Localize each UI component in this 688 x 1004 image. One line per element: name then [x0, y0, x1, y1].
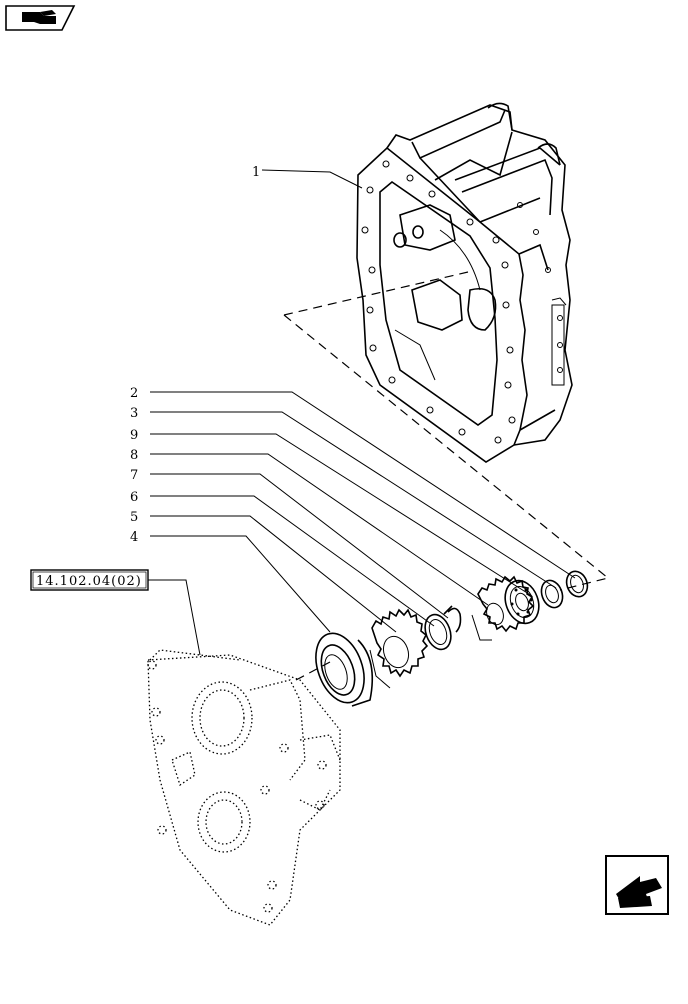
reference-link-text: 14.102.04(02) — [36, 574, 142, 589]
gear-5 — [369, 608, 429, 689]
washer-3 — [540, 579, 564, 609]
callout-3: 3 — [130, 406, 138, 421]
leader-lines — [150, 169, 576, 633]
callout-9: 9 — [130, 428, 138, 443]
snap-ring-2 — [565, 570, 589, 598]
referenced-cover-dotted — [147, 649, 341, 926]
bearing-9 — [504, 579, 540, 625]
snap-ring-7 — [443, 605, 462, 633]
callout-2: 2 — [130, 386, 138, 401]
callout-6: 6 — [130, 490, 138, 505]
ref-leader — [148, 579, 201, 656]
gear-8 — [471, 575, 535, 641]
seal-4 — [315, 632, 374, 707]
callouts: 1 2 3 9 8 7 6 5 4 — [130, 165, 260, 545]
callout-1: 1 — [252, 165, 260, 180]
spacer-ring-6 — [424, 613, 452, 651]
axis-dash-lower-left — [295, 661, 331, 681]
callout-7: 7 — [130, 468, 138, 483]
callout-8: 8 — [130, 448, 138, 463]
transmission-housing — [356, 102, 573, 463]
callout-5: 5 — [130, 510, 138, 525]
axis-dash-lower — [283, 314, 610, 591]
callout-4: 4 — [130, 530, 138, 545]
next-page-arrow-icon[interactable] — [605, 855, 669, 915]
reference-link-box[interactable]: 14.102.04(02) — [30, 569, 149, 591]
axis-dash-upper — [283, 271, 469, 316]
book-hand-icon[interactable] — [5, 5, 76, 31]
